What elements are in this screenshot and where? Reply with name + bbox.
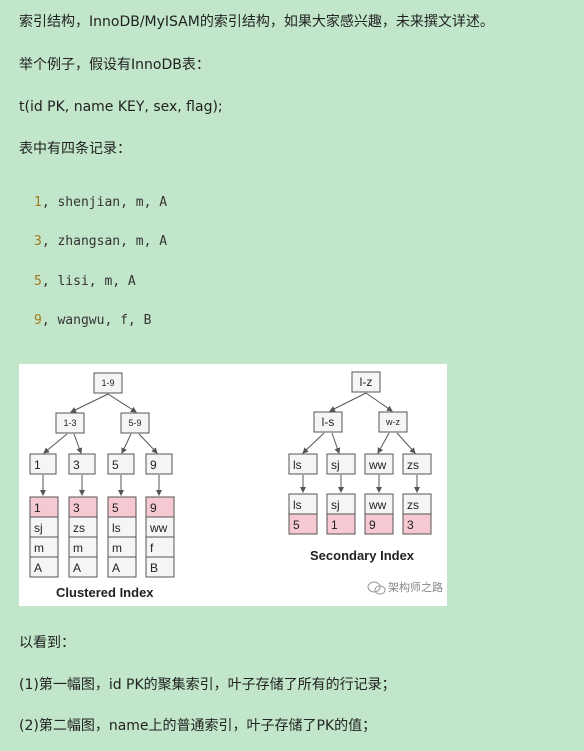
- svg-text:5: 5: [112, 458, 119, 472]
- clustered-internal-node-left: 1-3: [55, 412, 85, 434]
- clustered-index-tree: 1-9 1-3 5-9 1 3 5 9: [29, 372, 175, 600]
- svg-text:l-s: l-s: [322, 415, 335, 429]
- secondary-leaf-key: sj: [326, 453, 356, 475]
- secondary-row: zs 3: [402, 493, 432, 535]
- record-line: 9, wangwu, f, B: [34, 313, 151, 328]
- secondary-internal-node-right: w-z: [378, 411, 408, 433]
- svg-text:ls: ls: [293, 458, 302, 472]
- record-values: , zhangsan, m, A: [41, 234, 168, 249]
- svg-text:5-9: 5-9: [128, 418, 141, 428]
- record-id: 5: [34, 274, 42, 289]
- record-values: , shenjian, m, A: [41, 195, 168, 210]
- svg-text:ww: ww: [368, 458, 387, 472]
- record-line: 5, lisi, m, A: [34, 274, 136, 289]
- svg-text:B: B: [150, 561, 158, 575]
- index-diagram-svg: 1-9 1-3 5-9 1 3 5 9: [29, 371, 443, 600]
- record-values: , lisi, m, A: [41, 274, 136, 289]
- svg-text:3: 3: [407, 518, 414, 532]
- intro-paragraph: 索引结构，InnoDB/MyISAM的索引结构，如果大家感兴趣，未来撰文详述。: [19, 14, 494, 30]
- record-line: 3, zhangsan, m, A: [34, 234, 167, 249]
- svg-text:m: m: [73, 541, 83, 555]
- svg-text:5: 5: [112, 501, 119, 515]
- svg-text:zs: zs: [407, 458, 419, 472]
- clustered-leaf-key: 1: [29, 453, 57, 475]
- svg-text:3: 3: [73, 501, 80, 515]
- secondary-row: ww 9: [364, 493, 394, 535]
- svg-text:ls: ls: [112, 521, 121, 535]
- index-diagram-figure: 1-9 1-3 5-9 1 3 5 9: [19, 364, 447, 606]
- svg-text:9: 9: [369, 518, 376, 532]
- svg-text:1: 1: [34, 458, 41, 472]
- svg-text:w-z: w-z: [385, 417, 400, 427]
- clustered-row: 5 ls m A: [107, 496, 137, 578]
- clustered-leaf-key: 9: [145, 453, 173, 475]
- conclusion-lead: 以看到：: [19, 635, 75, 651]
- svg-text:sj: sj: [34, 521, 43, 535]
- watermark-text: 架构师之路: [388, 580, 443, 594]
- secondary-internal-node-left: l-s: [313, 411, 343, 433]
- svg-text:A: A: [112, 561, 120, 575]
- schema-paragraph: t(id PK, name KEY, sex, flag);: [19, 99, 223, 115]
- wechat-icon: [367, 581, 386, 595]
- svg-text:9: 9: [150, 458, 157, 472]
- svg-text:l-z: l-z: [360, 375, 373, 389]
- svg-text:sj: sj: [331, 498, 340, 512]
- secondary-row: sj 1: [326, 493, 356, 535]
- svg-text:m: m: [112, 541, 122, 555]
- clustered-row: 9 ww f B: [145, 496, 175, 578]
- clustered-root-node: 1-9: [93, 372, 123, 394]
- secondary-leaf-key: zs: [402, 453, 432, 475]
- clustered-row: 3 zs m A: [68, 496, 98, 578]
- svg-text:f: f: [150, 541, 154, 555]
- svg-text:1: 1: [34, 501, 41, 515]
- svg-text:ww: ww: [368, 498, 387, 512]
- svg-text:m: m: [34, 541, 44, 555]
- svg-text:zs: zs: [73, 521, 85, 535]
- secondary-leaf-key: ls: [288, 453, 318, 475]
- clustered-leaf-key: 5: [107, 453, 135, 475]
- conclusion-point-2: (2)第二幅图，name上的普通索引，叶子存储了PK的值；: [19, 718, 377, 734]
- secondary-root-node: l-z: [351, 371, 381, 393]
- record-id: 9: [34, 313, 42, 328]
- record-id: 1: [34, 195, 42, 210]
- clustered-index-caption: Clustered Index: [56, 585, 154, 600]
- example-paragraph: 举个例子，假设有InnoDB表：: [19, 57, 210, 73]
- records-intro-paragraph: 表中有四条记录：: [19, 141, 131, 157]
- svg-text:1-3: 1-3: [63, 418, 76, 428]
- svg-text:5: 5: [293, 518, 300, 532]
- record-line: 1, shenjian, m, A: [34, 195, 167, 210]
- svg-text:1-9: 1-9: [101, 378, 114, 388]
- secondary-row: ls 5: [288, 493, 318, 535]
- record-values: , wangwu, f, B: [41, 313, 152, 328]
- svg-text:ww: ww: [149, 521, 168, 535]
- clustered-internal-node-right: 5-9: [120, 412, 150, 434]
- record-id: 3: [34, 234, 42, 249]
- clustered-row: 1 sj m A: [29, 496, 59, 578]
- secondary-leaf-key: ww: [364, 453, 394, 475]
- conclusion-point-1: (1)第一幅图，id PK的聚集索引，叶子存储了所有的行记录；: [19, 677, 396, 693]
- secondary-index-caption: Secondary Index: [310, 548, 415, 563]
- svg-text:ls: ls: [293, 498, 302, 512]
- svg-text:1: 1: [331, 518, 338, 532]
- svg-text:A: A: [34, 561, 42, 575]
- clustered-leaf-key: 3: [68, 453, 96, 475]
- svg-text:zs: zs: [407, 498, 419, 512]
- svg-text:9: 9: [150, 501, 157, 515]
- svg-text:sj: sj: [331, 458, 340, 472]
- svg-text:A: A: [73, 561, 81, 575]
- secondary-index-tree: l-z l-s w-z ls sj ww zs: [288, 371, 443, 595]
- svg-text:3: 3: [73, 458, 80, 472]
